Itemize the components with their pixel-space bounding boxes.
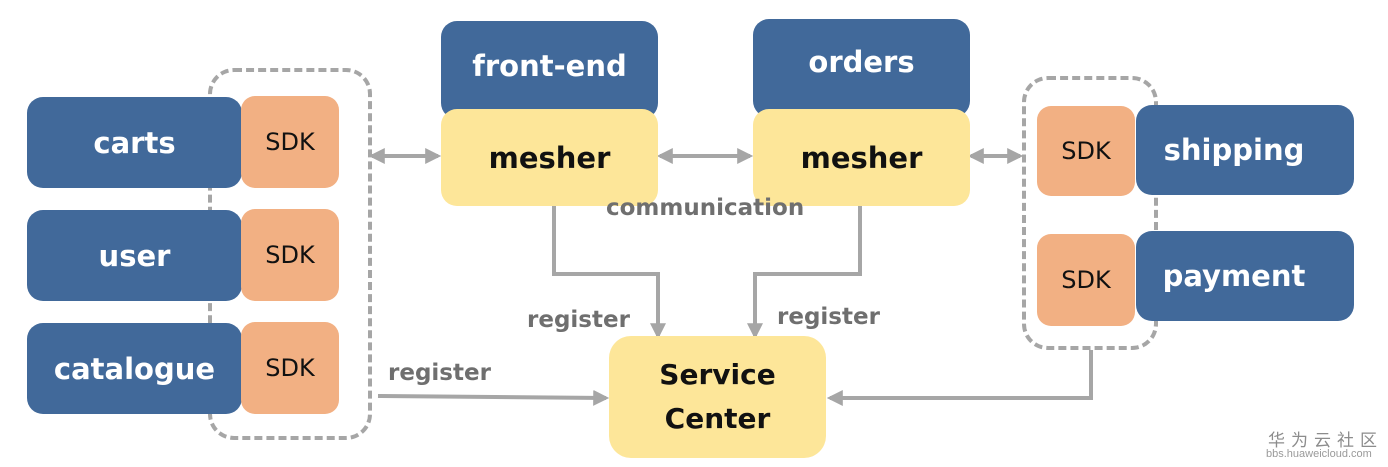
orders-label: orders [808, 45, 915, 79]
sdk-label: SDK [265, 128, 315, 156]
shipping-service: shipping [1136, 105, 1354, 195]
sdk-label: SDK [1061, 137, 1111, 165]
carts-label: carts [93, 125, 176, 160]
service-center-line2: Center [664, 402, 771, 435]
catalogue-sdk: SDK [241, 322, 339, 414]
front-end-mesher: mesher [441, 109, 658, 206]
sdk-label: SDK [1061, 266, 1111, 294]
carts-sdk: SDK [241, 96, 339, 188]
catalogue-service: catalogue [27, 323, 242, 414]
watermark-url: bbs.huaweicloud.com [1266, 448, 1372, 460]
sdk-label: SDK [265, 354, 315, 382]
register-label-frontend: register [527, 307, 630, 333]
front-end-service: front-end [441, 21, 658, 119]
shipping-label: shipping [1163, 133, 1305, 167]
catalogue-label: catalogue [53, 351, 216, 386]
right-sdk-group [1022, 76, 1158, 350]
orders-mesher: mesher [753, 109, 970, 206]
arrow-left-sdk-register [377, 389, 610, 406]
shipping-sdk: SDK [1037, 106, 1135, 196]
user-service: user [27, 210, 242, 301]
service-center-line1: Service [659, 358, 776, 391]
register-label-left-sdk: register [388, 360, 491, 386]
register-label-orders: register [777, 304, 880, 330]
user-sdk: SDK [241, 209, 339, 301]
sdk-label: SDK [265, 241, 315, 269]
mesher-label: mesher [800, 140, 923, 175]
user-label: user [98, 238, 171, 273]
communication-label: communication [606, 195, 805, 221]
payment-service: payment [1136, 231, 1354, 321]
service-center: Service Center [609, 336, 826, 458]
payment-sdk: SDK [1037, 234, 1135, 326]
front-end-label: front-end [472, 49, 627, 83]
watermark-brand: 华为云社区 [1268, 431, 1383, 450]
payment-label: payment [1162, 259, 1306, 293]
carts-service: carts [27, 97, 242, 188]
orders-service: orders [753, 19, 970, 117]
mesher-label: mesher [488, 140, 611, 175]
arrow-right-sdk-register [826, 350, 1093, 406]
